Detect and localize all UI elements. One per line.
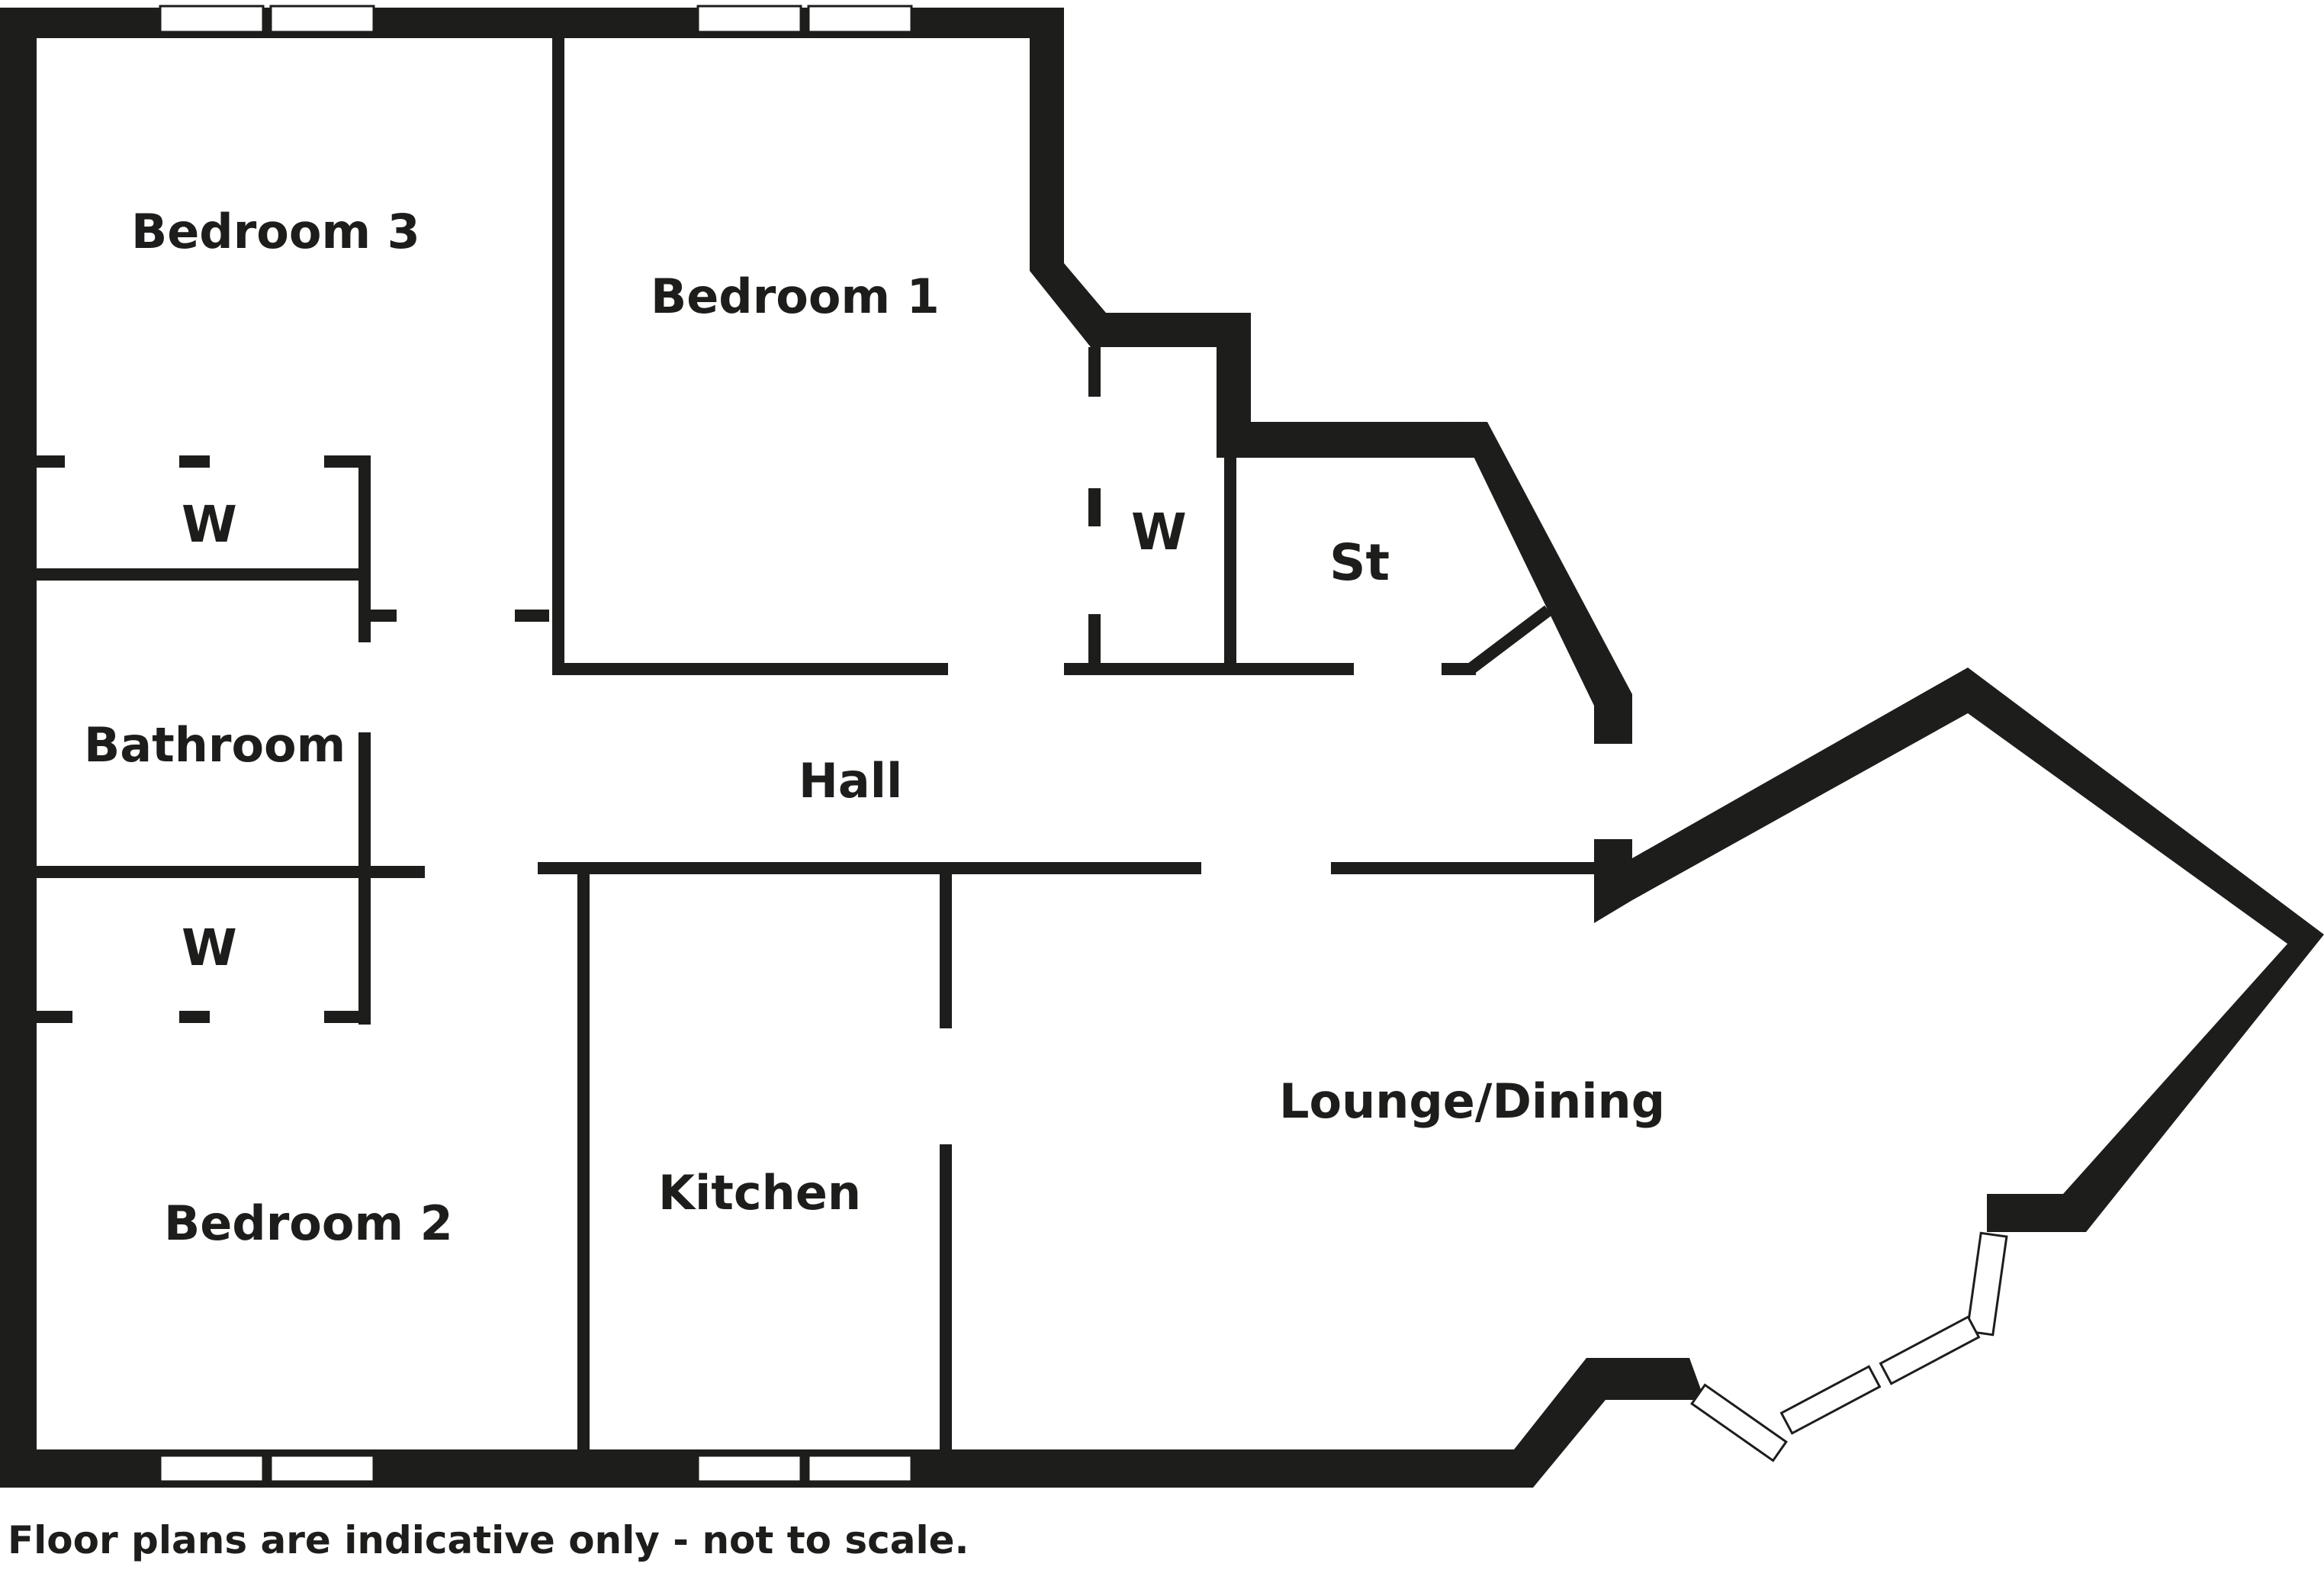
windows [159,5,2008,1483]
window-bed1-b [807,5,913,34]
disclaimer-text: Floor plans are indicative only - not to… [8,1518,969,1562]
label-bedroom-1: Bedroom 1 [651,269,940,324]
interior-walls [34,34,1598,1453]
window-bed2-a [159,1454,265,1483]
label-wardrobe-bed3: W [182,495,237,554]
window-bed3-a [159,5,265,34]
window-bay-1 [1966,1231,2008,1337]
wall-store-diag [1457,422,1632,744]
window-bed3-b [269,5,375,34]
label-lounge-dining: Lounge/Dining [1279,1073,1665,1129]
window-bed1-a [696,5,802,34]
wall-lounge-upper [1594,668,1968,923]
window-bay-2 [1879,1315,1981,1385]
wall-bed1-right [1030,8,1064,271]
label-bedroom-3: Bedroom 3 [131,204,420,259]
wall-bay-top [1987,1194,2086,1232]
wall-store-top [1217,422,1487,458]
room-labels: Bedroom 3 Bedroom 1 W W St Bathroom Hall… [84,204,1665,1251]
wall-lounge-right-upper [1968,668,2324,950]
wall-left [0,15,37,1488]
wall-lounge-right-lower [2063,935,2324,1232]
window-bed2-b [269,1454,375,1483]
label-kitchen: Kitchen [658,1165,861,1221]
label-wardrobe-bed2: W [182,919,237,977]
wall-bed1-diag [1030,263,1106,347]
wall-bottom-bump [1514,1358,1705,1488]
label-bathroom: Bathroom [84,717,346,773]
window-bay-4 [1690,1383,1788,1462]
window-bay-3 [1779,1365,1882,1435]
label-wardrobe-bed1: W [1131,503,1187,561]
label-hall: Hall [799,753,902,809]
label-bedroom-2: Bedroom 2 [164,1195,453,1251]
label-store: St [1329,533,1390,592]
window-kitchen-b [807,1454,913,1483]
window-kitchen-a [696,1454,802,1483]
